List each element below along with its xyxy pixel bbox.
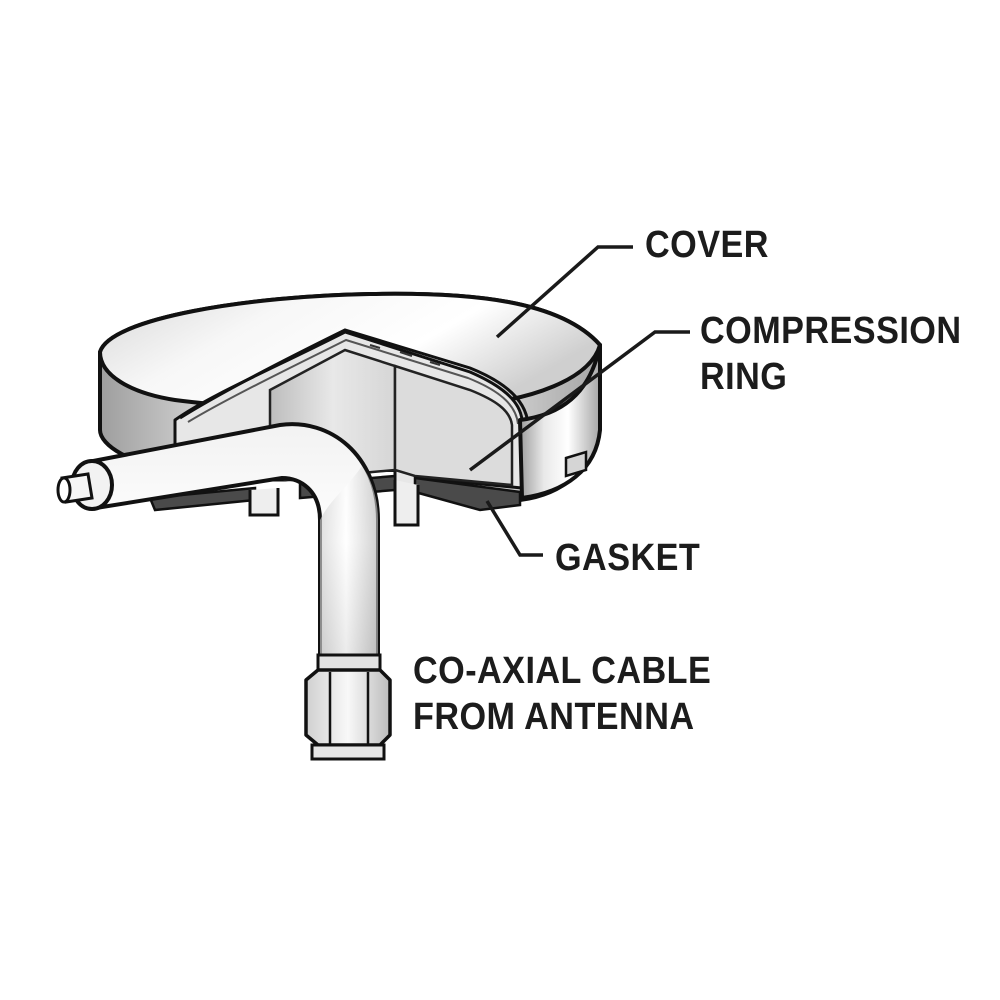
label-compression-ring-line-2: RING [700, 356, 788, 398]
leader-line-cover [495, 245, 633, 339]
leader-line-compression-ring [468, 330, 690, 472]
label-gasket: GASKET [555, 535, 700, 581]
label-coaxial-cable: CO-AXIAL CABLE FROM ANTENNA [413, 648, 711, 740]
coaxial-cable [56, 422, 380, 662]
label-cover: COVER [645, 222, 769, 268]
leader-lines [468, 245, 690, 557]
leader-line-gasket [485, 500, 543, 557]
label-coaxial-cable-line-1: CO-AXIAL CABLE [413, 650, 712, 692]
label-compression-ring-line-1: COMPRESSION [700, 310, 962, 352]
cable-connector-nut [304, 653, 392, 761]
label-compression-ring: COMPRESSION RING [700, 308, 961, 400]
label-cover-text: COVER [645, 224, 769, 266]
label-coaxial-cable-line-2: FROM ANTENNA [413, 696, 695, 738]
cover-right-wall [518, 343, 602, 500]
label-gasket-text: GASKET [555, 537, 701, 579]
